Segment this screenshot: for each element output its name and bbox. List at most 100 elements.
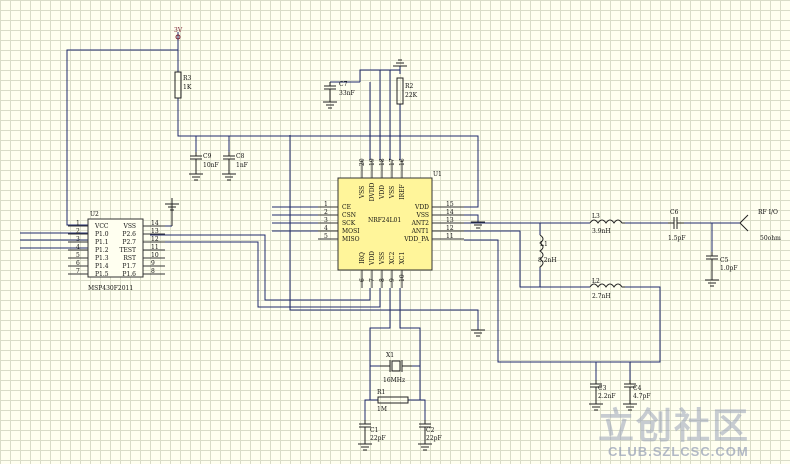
capacitor-c8: C8 1nF xyxy=(223,152,248,174)
u1-pin-number: 7 xyxy=(369,278,376,282)
resistor-r1: R1 1M xyxy=(377,389,409,413)
u1-pin-number: 2 xyxy=(324,209,328,216)
u1-pin-number: 19 xyxy=(369,158,376,166)
capacitor-c5: C5 1.0pF xyxy=(706,252,738,280)
u1-pin-name: ANT2 xyxy=(411,220,430,227)
u1-pin-name: DVDD xyxy=(369,182,376,201)
u2-pin-name: P2.7 xyxy=(122,239,136,246)
u2-pin-name: P1.2 xyxy=(95,247,109,254)
u2-pin-name: P1.0 xyxy=(95,231,109,238)
r2-value: 22K xyxy=(405,92,418,99)
u1-pin-number: 10 xyxy=(399,274,406,282)
u1-pin-number: 11 xyxy=(446,233,454,240)
l3-value: 3.9nH xyxy=(592,228,611,235)
u1-pin-name: CSN xyxy=(342,212,356,219)
u2-pin-number: 6 xyxy=(76,260,80,267)
r3-ref: R3 xyxy=(183,75,192,82)
c3-ref: C3 xyxy=(598,385,607,392)
u2-pin-name: VCC xyxy=(94,223,109,230)
u1-pin-name: XC2 xyxy=(389,252,396,265)
u2-pin-number: 14 xyxy=(151,220,159,227)
crystal-x1: X1 16MHz xyxy=(380,352,412,384)
resistor-r3: R3 1K xyxy=(174,71,192,99)
u2-name: MSP430F2011 xyxy=(88,285,133,292)
capacitor-c6: C6 1.5pF xyxy=(668,209,686,242)
l2-value: 2.7nH xyxy=(592,293,611,300)
capacitor-c3: C3 2.2nF xyxy=(590,380,616,404)
c7-value: 33nF xyxy=(339,90,355,97)
u1-pin-name: ANT1 xyxy=(411,228,429,235)
u1-pin-name: SCK xyxy=(342,220,356,227)
u2-pin-number: 13 xyxy=(151,228,159,235)
u1-pin-name: VDD_PA xyxy=(403,236,429,243)
u2-pin-number: 4 xyxy=(76,244,80,251)
r1-value: 1M xyxy=(377,406,387,413)
u2-pin-number: 10 xyxy=(151,252,159,259)
u2-pin-number: 11 xyxy=(151,244,159,251)
resistor-r2: R2 22K xyxy=(396,77,418,105)
watermark: 立创社区 CLUB.SZLCSC.COM xyxy=(598,405,750,459)
inductor-l1: L1 8.2nH xyxy=(538,234,557,268)
r1-ref: R1 xyxy=(377,389,385,396)
watermark-title: 立创社区 xyxy=(598,405,750,446)
u1-pin-name: CE xyxy=(342,204,351,211)
u1-pin-number: 4 xyxy=(324,225,328,232)
c5-ref: C5 xyxy=(720,257,729,264)
x1-value: 16MHz xyxy=(383,377,405,384)
u1-pin-number: 3 xyxy=(324,217,328,224)
u1-pin-number: 16 xyxy=(399,158,406,166)
u2-pin-name: P1.7 xyxy=(122,263,136,270)
u2-pin-number: 3 xyxy=(76,236,80,243)
u1-pin-number: 15 xyxy=(446,201,454,208)
c4-ref: C4 xyxy=(633,385,642,392)
c8-value: 1nF xyxy=(236,162,248,169)
c4-value: 4.7pF xyxy=(633,393,651,400)
u1-pin-name: IREF xyxy=(399,184,406,199)
l2-ref: L2 xyxy=(592,278,600,285)
c2-value: 22pF xyxy=(426,435,442,442)
u1-pin-name: VSS xyxy=(379,252,386,265)
r3-value: 1K xyxy=(183,84,192,91)
u2-pin-number: 7 xyxy=(76,268,80,275)
u1-pin-number: 6 xyxy=(359,278,366,282)
c9-value: 10nF xyxy=(203,162,219,169)
u2-pin-name: TEST xyxy=(120,247,137,254)
u2-pin-name: P1.3 xyxy=(95,255,109,262)
antenna-port: RF I/O 50ohm xyxy=(739,209,781,242)
u1-pin-name: VDD xyxy=(369,251,376,266)
u2-pin-name: P1.1 xyxy=(95,239,109,246)
u2-pin-name: P1.5 xyxy=(95,271,109,278)
u1-pin-name: VDD xyxy=(414,204,429,211)
capacitor-c7: C7 33nF xyxy=(324,81,355,102)
u1-pin-number: 5 xyxy=(324,233,328,240)
u2-pin-name: P1.6 xyxy=(122,271,136,278)
u1-pin-number: 13 xyxy=(446,217,454,224)
l1-value: 8.2nH xyxy=(538,257,557,264)
x1-ref: X1 xyxy=(386,352,394,359)
watermark-url: CLUB.SZLCSC.COM xyxy=(608,444,749,459)
u1-pin-name: XC1 xyxy=(399,252,406,265)
c8-ref: C8 xyxy=(236,153,245,160)
c1-ref: C1 xyxy=(370,427,378,434)
u2-pin-number: 12 xyxy=(151,236,159,243)
inductor-l2: L2 2.7nH xyxy=(589,278,625,300)
u1-pin-name: MISO xyxy=(342,236,360,243)
u1-pin-name: VSS xyxy=(359,186,366,199)
inductor-l3: L3 3.9nH xyxy=(589,213,625,235)
u1-pin-name: VSS xyxy=(389,186,396,199)
c2-ref: C2 xyxy=(426,427,435,434)
u2-pin-number: 2 xyxy=(76,228,80,235)
ground-symbols xyxy=(165,59,719,451)
c6-ref: C6 xyxy=(670,209,679,216)
u1-pin-number: 17 xyxy=(389,158,396,166)
u1-pin-number: 20 xyxy=(359,158,366,166)
capacitor-c4: C4 4.7pF xyxy=(624,380,651,404)
capacitor-c9: C9 10nF xyxy=(190,152,219,174)
u1-pin-number: 12 xyxy=(446,225,454,232)
ant-value: 50ohm xyxy=(760,235,781,242)
c5-value: 1.0pF xyxy=(720,265,738,272)
l1-ref: L1 xyxy=(540,241,548,248)
